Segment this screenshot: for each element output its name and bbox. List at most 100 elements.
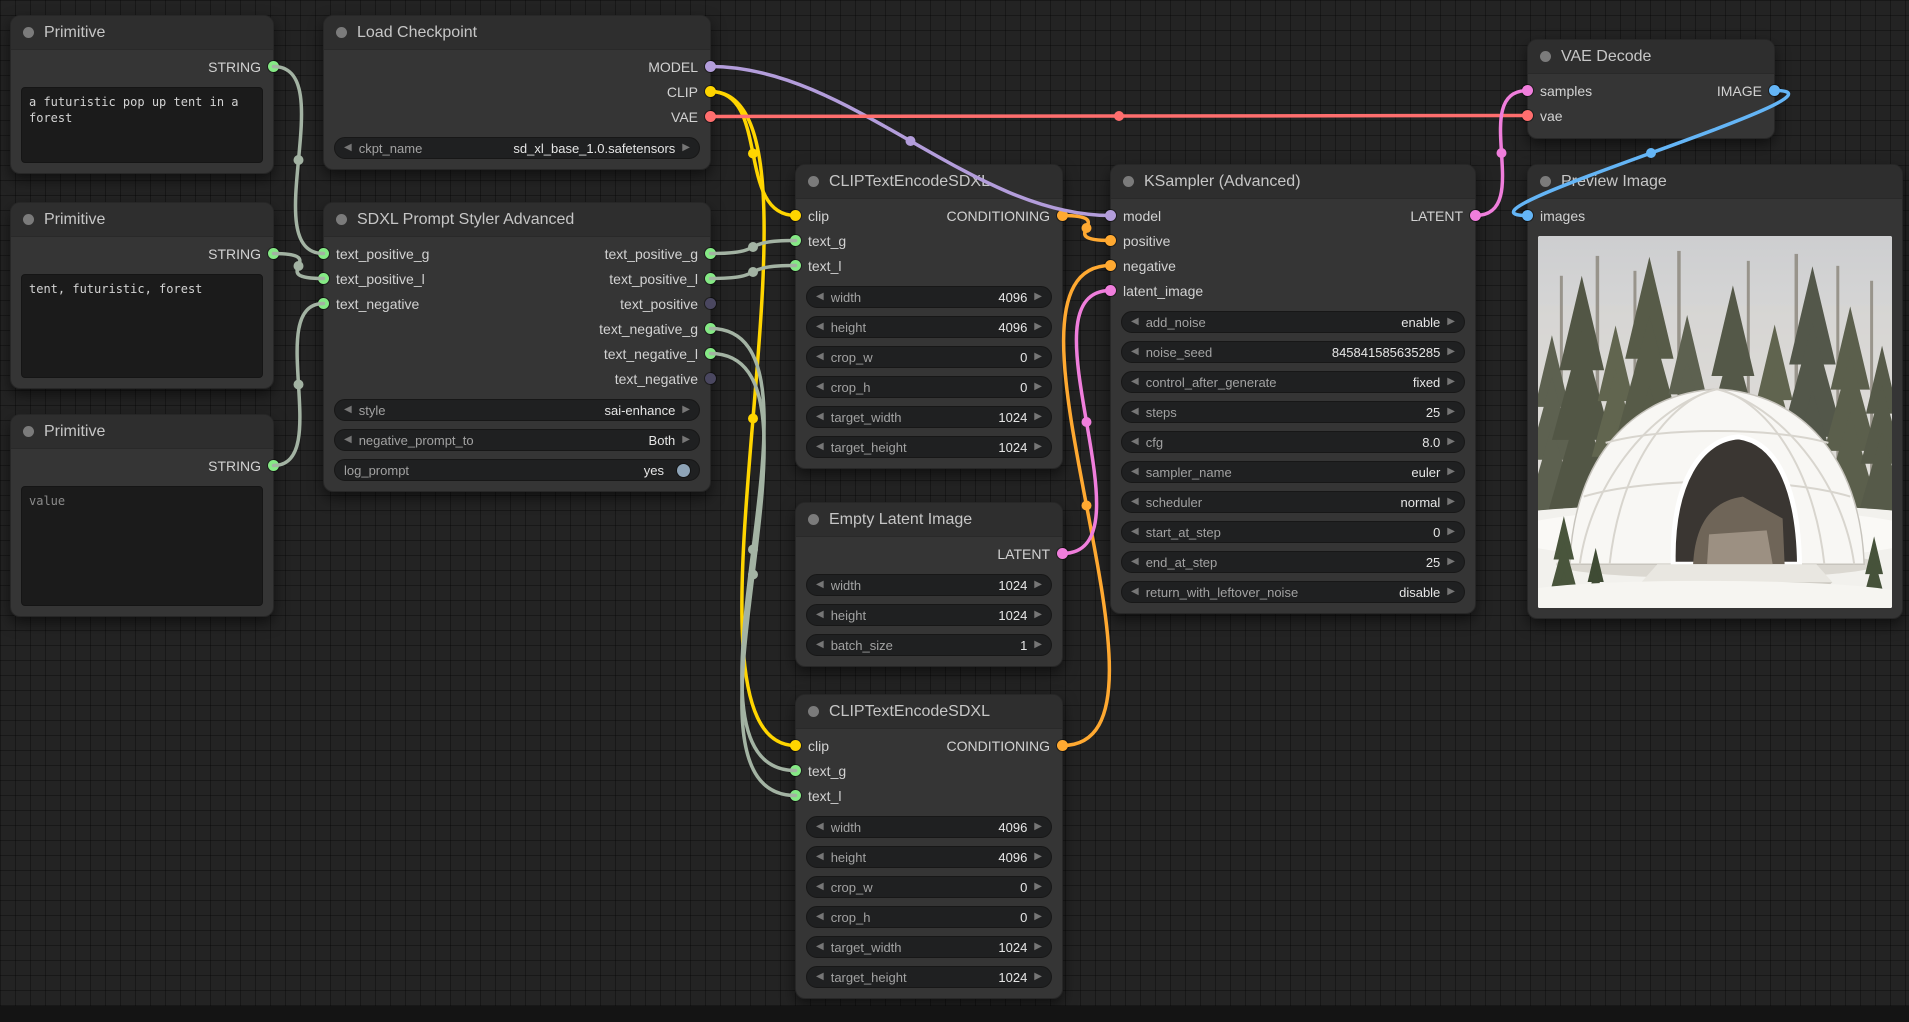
widget-crop-h[interactable]: ◀ crop_h 0 ▶ (806, 906, 1052, 928)
widget-sampler-name[interactable]: ◀ sampler_name euler ▶ (1121, 461, 1465, 483)
string-input-port[interactable] (790, 260, 801, 271)
widget-target-height[interactable]: ◀ target_height 1024 ▶ (806, 436, 1052, 458)
node-title-bar[interactable]: SDXL Prompt Styler Advanced (324, 203, 710, 237)
decrement-arrow-icon[interactable]: ◀ (344, 434, 352, 445)
increment-arrow-icon[interactable]: ▶ (1034, 881, 1042, 892)
node-title-bar[interactable]: VAE Decode (1528, 40, 1774, 74)
node-vae-decode[interactable]: VAE Decode samples IMAGE vae (1522, 39, 1780, 139)
increment-arrow-icon[interactable]: ▶ (1447, 556, 1455, 567)
decrement-arrow-icon[interactable]: ◀ (816, 941, 824, 952)
decrement-arrow-icon[interactable]: ◀ (816, 971, 824, 982)
widget-style[interactable]: ◀ style sai-enhance ▶ (334, 399, 700, 421)
widget-end-at-step[interactable]: ◀ end_at_step 25 ▶ (1121, 551, 1465, 573)
node-title-bar[interactable]: Primitive (11, 16, 273, 50)
node-title-bar[interactable]: Primitive (11, 203, 273, 237)
node-title-bar[interactable]: CLIPTextEncodeSDXL (796, 695, 1062, 729)
widget-ckpt-name[interactable]: ◀ ckpt_name sd_xl_base_1.0.safetensors ▶ (334, 137, 700, 159)
latent-output-port[interactable] (1470, 210, 1481, 221)
increment-arrow-icon[interactable]: ▶ (1447, 496, 1455, 507)
decrement-arrow-icon[interactable]: ◀ (1131, 436, 1139, 447)
increment-arrow-icon[interactable]: ▶ (1034, 851, 1042, 862)
decrement-arrow-icon[interactable]: ◀ (1131, 376, 1139, 387)
increment-arrow-icon[interactable]: ▶ (1034, 291, 1042, 302)
collapse-dot-icon[interactable] (23, 426, 34, 437)
decrement-arrow-icon[interactable]: ◀ (816, 411, 824, 422)
increment-arrow-icon[interactable]: ▶ (1447, 316, 1455, 327)
string-output-port[interactable] (268, 61, 279, 72)
collapse-dot-icon[interactable] (1123, 176, 1134, 187)
clip-output-port[interactable] (705, 86, 716, 97)
widget-height[interactable]: ◀ height 4096 ▶ (806, 846, 1052, 868)
widget-return-with-leftover-noise[interactable]: ◀ return_with_leftover_noise disable ▶ (1121, 581, 1465, 603)
model-input-port[interactable] (1105, 210, 1116, 221)
decrement-arrow-icon[interactable]: ◀ (1131, 586, 1139, 597)
string-output-port[interactable] (705, 373, 716, 384)
string-value-textarea[interactable]: value (21, 486, 263, 606)
clip-input-port[interactable] (790, 210, 801, 221)
string-output-port[interactable] (268, 460, 279, 471)
vae-input-port[interactable] (1522, 110, 1533, 121)
decrement-arrow-icon[interactable]: ◀ (1131, 526, 1139, 537)
node-primitive-1[interactable]: Primitive STRING a futuristic pop up ten… (10, 15, 279, 174)
widget-width[interactable]: ◀ width 1024 ▶ (806, 574, 1052, 596)
string-value-textarea[interactable]: tent, futuristic, forest (21, 274, 263, 378)
node-primitive-3[interactable]: Primitive STRING value (10, 414, 279, 617)
decrement-arrow-icon[interactable]: ◀ (344, 142, 352, 153)
decrement-arrow-icon[interactable]: ◀ (816, 441, 824, 452)
increment-arrow-icon[interactable]: ▶ (1447, 586, 1455, 597)
widget-target-width[interactable]: ◀ target_width 1024 ▶ (806, 406, 1052, 428)
increment-arrow-icon[interactable]: ▶ (1447, 376, 1455, 387)
increment-arrow-icon[interactable]: ▶ (1034, 639, 1042, 650)
node-title-bar[interactable]: CLIPTextEncodeSDXL (796, 165, 1062, 199)
node-title-bar[interactable]: Preview Image (1528, 165, 1902, 199)
widget-negative-prompt-to[interactable]: ◀ negative_prompt_to Both ▶ (334, 429, 700, 451)
increment-arrow-icon[interactable]: ▶ (1034, 821, 1042, 832)
widget-target-width[interactable]: ◀ target_width 1024 ▶ (806, 936, 1052, 958)
decrement-arrow-icon[interactable]: ◀ (816, 881, 824, 892)
image-input-port[interactable] (1522, 210, 1533, 221)
increment-arrow-icon[interactable]: ▶ (1447, 436, 1455, 447)
increment-arrow-icon[interactable]: ▶ (1034, 609, 1042, 620)
latent-input-port[interactable] (1105, 285, 1116, 296)
decrement-arrow-icon[interactable]: ◀ (816, 639, 824, 650)
decrement-arrow-icon[interactable]: ◀ (816, 821, 824, 832)
increment-arrow-icon[interactable]: ▶ (1447, 346, 1455, 357)
widget-height[interactable]: ◀ height 4096 ▶ (806, 316, 1052, 338)
increment-arrow-icon[interactable]: ▶ (1447, 526, 1455, 537)
widget-width[interactable]: ◀ width 4096 ▶ (806, 286, 1052, 308)
node-title-bar[interactable]: KSampler (Advanced) (1111, 165, 1475, 199)
decrement-arrow-icon[interactable]: ◀ (1131, 556, 1139, 567)
collapse-dot-icon[interactable] (23, 27, 34, 38)
collapse-dot-icon[interactable] (1540, 51, 1551, 62)
string-output-port[interactable] (705, 298, 716, 309)
increment-arrow-icon[interactable]: ▶ (682, 404, 690, 415)
widget-add-noise[interactable]: ◀ add_noise enable ▶ (1121, 311, 1465, 333)
widget-crop-w[interactable]: ◀ crop_w 0 ▶ (806, 346, 1052, 368)
widget-batch-size[interactable]: ◀ batch_size 1 ▶ (806, 634, 1052, 656)
clip-input-port[interactable] (790, 740, 801, 751)
conditioning-output-port[interactable] (1057, 740, 1068, 751)
image-output-port[interactable] (1769, 85, 1780, 96)
conditioning-output-port[interactable] (1057, 210, 1068, 221)
decrement-arrow-icon[interactable]: ◀ (816, 381, 824, 392)
increment-arrow-icon[interactable]: ▶ (682, 142, 690, 153)
widget-cfg[interactable]: ◀ cfg 8.0 ▶ (1121, 431, 1465, 453)
widget-start-at-step[interactable]: ◀ start_at_step 0 ▶ (1121, 521, 1465, 543)
collapse-dot-icon[interactable] (336, 214, 347, 225)
decrement-arrow-icon[interactable]: ◀ (816, 609, 824, 620)
decrement-arrow-icon[interactable]: ◀ (816, 911, 824, 922)
collapse-dot-icon[interactable] (1540, 176, 1551, 187)
increment-arrow-icon[interactable]: ▶ (1034, 381, 1042, 392)
node-empty-latent-image[interactable]: Empty Latent Image LATENT ◀ width 1024 ▶… (795, 502, 1068, 667)
vae-output-port[interactable] (705, 111, 716, 122)
node-title-bar[interactable]: Primitive (11, 415, 273, 449)
decrement-arrow-icon[interactable]: ◀ (344, 404, 352, 415)
latent-input-port[interactable] (1522, 85, 1533, 96)
string-output-port[interactable] (705, 323, 716, 334)
decrement-arrow-icon[interactable]: ◀ (816, 579, 824, 590)
string-input-port[interactable] (790, 765, 801, 776)
latent-output-port[interactable] (1057, 548, 1068, 559)
widget-steps[interactable]: ◀ steps 25 ▶ (1121, 401, 1465, 423)
widget-target-height[interactable]: ◀ target_height 1024 ▶ (806, 966, 1052, 988)
increment-arrow-icon[interactable]: ▶ (1034, 441, 1042, 452)
